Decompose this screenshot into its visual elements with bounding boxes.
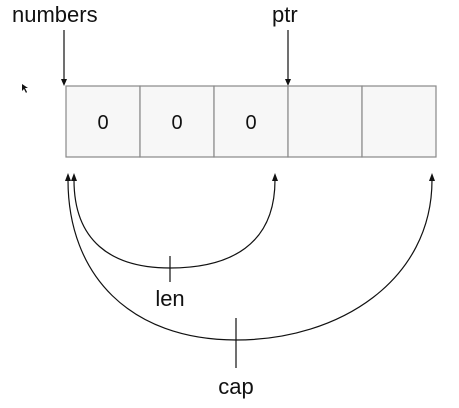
numbers-arrowhead — [61, 79, 67, 86]
mouse-cursor-icon — [22, 84, 28, 93]
ptr-label: ptr — [272, 2, 298, 27]
array-cell-3 — [287, 85, 363, 158]
array-cell-1: 0 — [139, 85, 215, 158]
array-cell-2: 0 — [213, 85, 289, 158]
len-label: len — [155, 286, 184, 311]
cap-label: cap — [218, 374, 253, 399]
len-right-arrowhead — [272, 173, 278, 181]
array-cell-0-value: 0 — [97, 112, 108, 134]
array-cell-1-value: 0 — [171, 112, 182, 134]
array-cell-4 — [361, 85, 437, 158]
numbers-label: numbers — [12, 2, 98, 27]
array-cell-2-value: 0 — [245, 112, 256, 134]
len-brace-curve — [73, 179, 276, 269]
array-cell-0: 0 — [65, 85, 141, 158]
cap-right-arrowhead — [429, 173, 435, 181]
len-left-arrowhead — [71, 173, 77, 181]
ptr-arrowhead — [285, 79, 291, 86]
cap-left-arrowhead — [65, 173, 71, 181]
array-cells: 0 0 0 — [65, 85, 437, 158]
